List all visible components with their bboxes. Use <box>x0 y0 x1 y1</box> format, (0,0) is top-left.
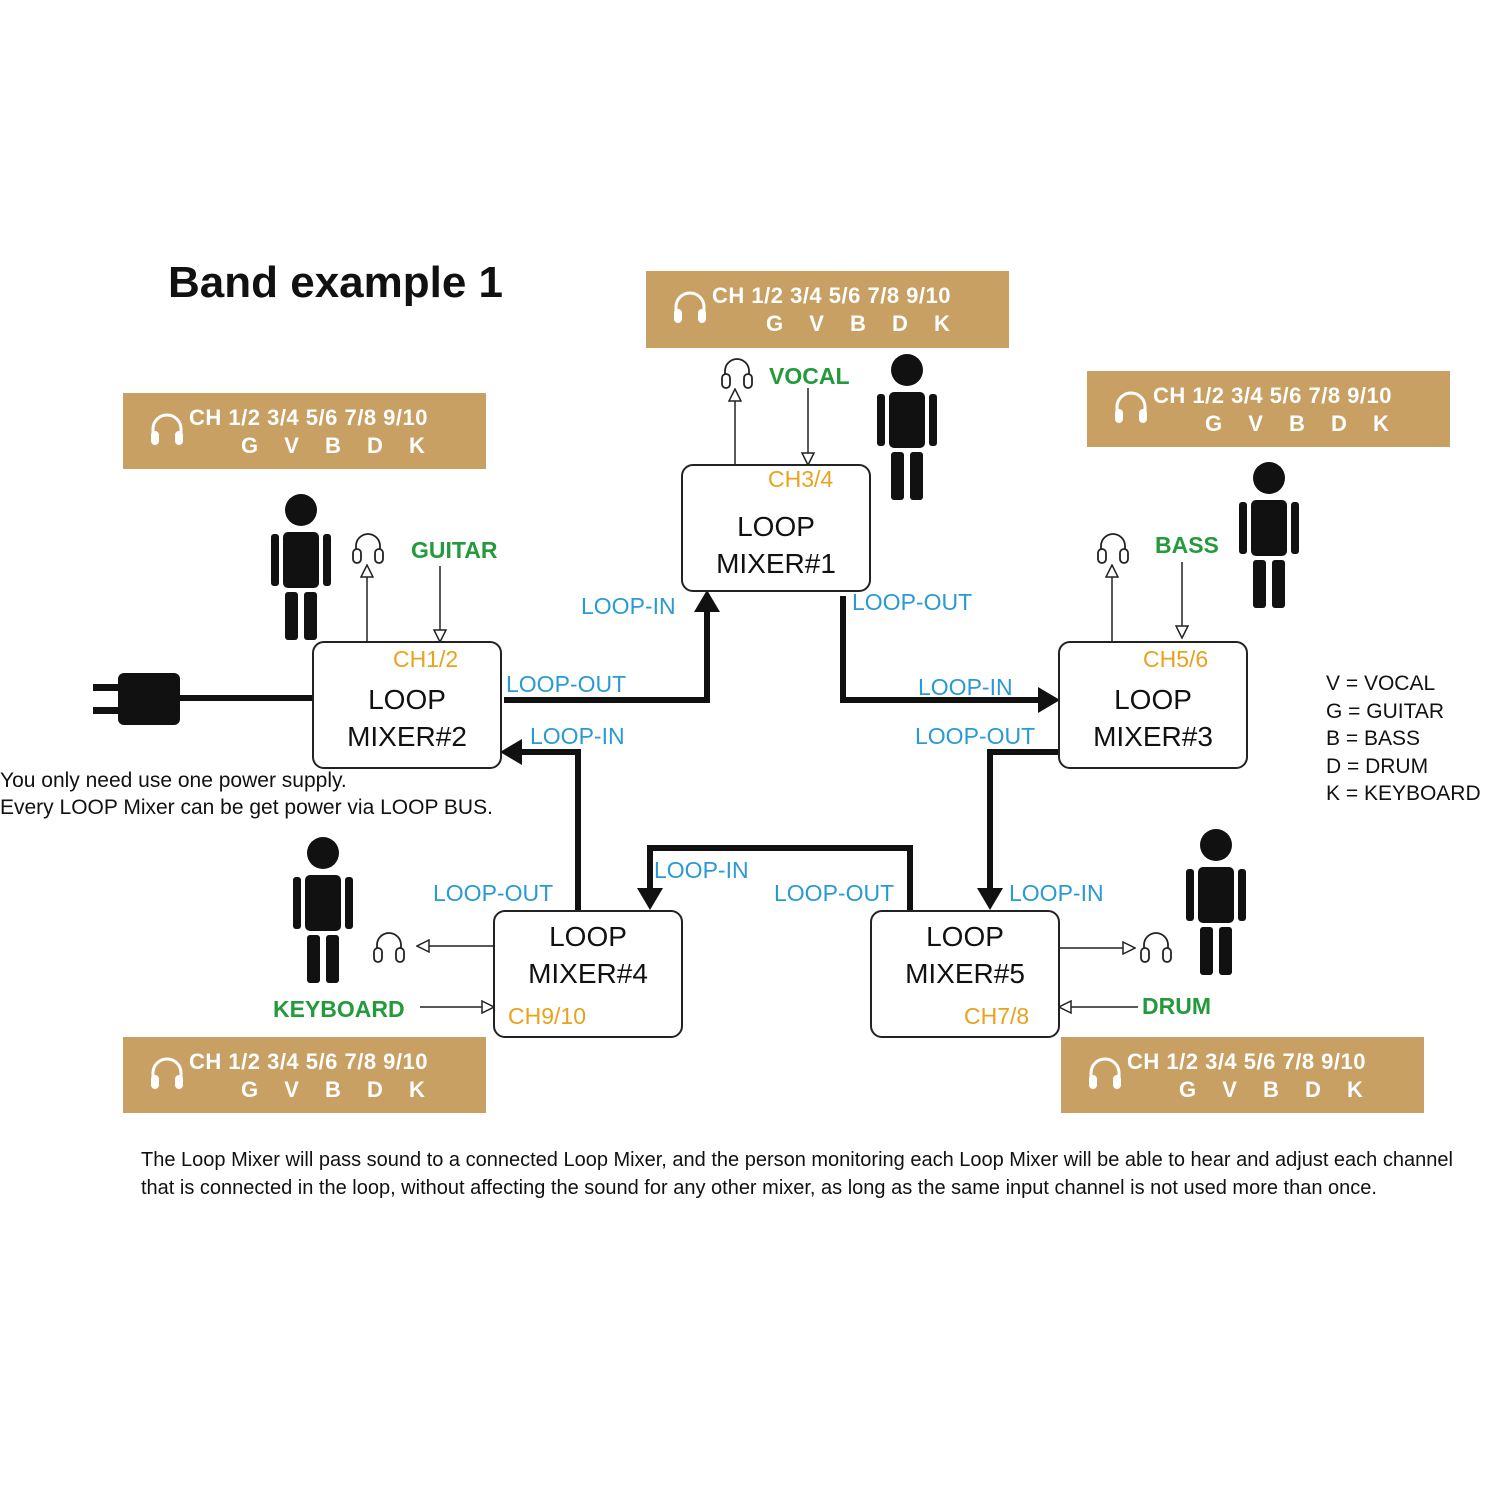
panel-channel-row: CH 1/2 3/4 5/6 7/8 9/10 <box>1127 1049 1366 1074</box>
legend-item: V = VOCAL <box>1326 672 1436 695</box>
mixer-name-line1: LOOP <box>368 684 446 715</box>
panel-channel-row: CH 1/2 3/4 5/6 7/8 9/10 <box>712 283 951 308</box>
channel-panel-m4: CH 1/2 3/4 5/6 7/8 9/10 G V B D K <box>123 1037 486 1113</box>
m2-loop-out-label: LOOP-OUT <box>506 671 627 697</box>
bus-m4-to-m2 <box>520 749 581 910</box>
person-icon <box>271 494 331 640</box>
mixer-name-line1: LOOP <box>1114 684 1192 715</box>
page-title: Band example 1 <box>168 258 504 307</box>
person-icon <box>1239 462 1299 608</box>
headphones-icon <box>1089 1057 1121 1089</box>
headphones-icon <box>151 1057 183 1089</box>
legend-item: D = DRUM <box>1326 754 1429 778</box>
channel-panel-m1: CH 1/2 3/4 5/6 7/8 9/10 G V B D K <box>646 271 1009 348</box>
channel-panel-m3: CH 1/2 3/4 5/6 7/8 9/10 G V B D K <box>1087 371 1450 447</box>
legend-item: K = KEYBOARD <box>1326 782 1481 805</box>
drum-label: DRUM <box>1142 993 1211 1019</box>
mixer-2-channel: CH1/2 <box>393 646 459 672</box>
mixer-name-line2: MIXER#2 <box>347 721 467 752</box>
mixer-name-line2: MIXER#5 <box>905 958 1025 989</box>
m2-loop-in-label: LOOP-IN <box>530 723 625 749</box>
legend: V = VOCAL G = GUITAR B = BASS D = DRUM K… <box>1326 670 1481 808</box>
m1-loop-out-label: LOOP-OUT <box>852 589 973 615</box>
panel-instrument-row: G V B D K <box>1179 1077 1363 1102</box>
bass-label: BASS <box>1155 532 1219 558</box>
legend-item: G = GUITAR <box>1326 699 1445 723</box>
mixer-name-line2: MIXER#3 <box>1093 721 1213 752</box>
mixer-name-line1: LOOP <box>549 921 627 952</box>
power-plug-icon <box>93 673 312 725</box>
mixer-name-line2: MIXER#4 <box>528 958 648 989</box>
power-note-line1: You only need use one power supply. <box>0 769 347 792</box>
mixer-4-channel: CH9/10 <box>508 1003 586 1029</box>
legend-item: B = BASS <box>1326 727 1420 750</box>
signal-arrows <box>367 388 1182 1007</box>
arrowhead-m1-in <box>694 590 720 612</box>
m4-loop-out-label: LOOP-OUT <box>433 880 554 906</box>
mixer-3-channel: CH5/6 <box>1143 646 1209 672</box>
loop-mixer-3: LOOP MIXER#3 <box>1058 641 1248 769</box>
mixer-name-line2: MIXER#1 <box>716 548 836 579</box>
panel-instrument-row: G V B D K <box>766 311 950 336</box>
panel-instrument-row: G V B D K <box>241 433 425 458</box>
loop-mixer-1: LOOP MIXER#1 <box>681 464 871 592</box>
arrowhead-m5-in <box>977 888 1003 910</box>
m3-loop-in-label: LOOP-IN <box>918 674 1013 700</box>
arrowhead-m2-in <box>500 739 522 765</box>
panel-instrument-row: G V B D K <box>241 1077 425 1102</box>
bus-m1-to-m3 <box>840 596 1040 703</box>
panel-instrument-row: G V B D K <box>1205 411 1389 436</box>
headphones-icon <box>1140 932 1172 963</box>
arrowhead-m4-in <box>637 888 663 910</box>
panel-channel-row: CH 1/2 3/4 5/6 7/8 9/10 <box>189 405 428 430</box>
headphones-icon <box>151 413 183 445</box>
headphones-icon <box>674 291 706 323</box>
arrowhead-m3-in <box>1038 687 1060 713</box>
vocal-label: VOCAL <box>769 363 850 389</box>
mixer-name-line1: LOOP <box>926 921 1004 952</box>
m5-loop-out-label: LOOP-OUT <box>774 880 895 906</box>
headphones-icon <box>352 533 384 564</box>
footer-description: The Loop Mixer will pass sound to a conn… <box>141 1149 1453 1199</box>
keyboard-label: KEYBOARD <box>273 996 405 1022</box>
panel-channel-row: CH 1/2 3/4 5/6 7/8 9/10 <box>189 1049 428 1074</box>
bus-m5-to-m4 <box>647 845 913 910</box>
headphones-icon <box>373 932 405 963</box>
loop-mixer-5: LOOP MIXER#5 <box>870 910 1060 1038</box>
mixer-1-channel: CH3/4 <box>768 466 834 492</box>
loop-mixer-2: LOOP MIXER#2 <box>312 641 502 769</box>
channel-panel-m5: CH 1/2 3/4 5/6 7/8 9/10 G V B D K <box>1061 1037 1424 1113</box>
headphones-icon <box>721 358 753 389</box>
m4-loop-in-label: LOOP-IN <box>654 857 749 883</box>
bus-m3-to-m5 <box>987 749 1058 890</box>
person-icon <box>877 354 937 500</box>
mixer-5-channel: CH7/8 <box>964 1003 1030 1029</box>
headphones-icon <box>1115 391 1147 423</box>
power-note: You only need use one power supply. Ever… <box>0 767 493 821</box>
guitar-label: GUITAR <box>411 537 498 563</box>
m3-loop-out-label: LOOP-OUT <box>915 723 1036 749</box>
m1-loop-in-label: LOOP-IN <box>581 593 676 619</box>
bus-m2-to-m1 <box>504 610 710 703</box>
power-note-line2: Every LOOP Mixer can be get power via LO… <box>0 796 493 819</box>
m5-loop-in-label: LOOP-IN <box>1009 880 1104 906</box>
panel-channel-row: CH 1/2 3/4 5/6 7/8 9/10 <box>1153 383 1392 408</box>
mixer-name-line1: LOOP <box>737 511 815 542</box>
loop-bus <box>504 596 1058 910</box>
loop-mixer-4: LOOP MIXER#4 <box>493 910 683 1038</box>
headphones-icon <box>1097 533 1129 564</box>
person-icon <box>1186 829 1246 975</box>
channel-panel-m2: CH 1/2 3/4 5/6 7/8 9/10 G V B D K <box>123 393 486 469</box>
person-icon <box>293 837 353 983</box>
bus-arrowheads <box>500 590 1060 910</box>
